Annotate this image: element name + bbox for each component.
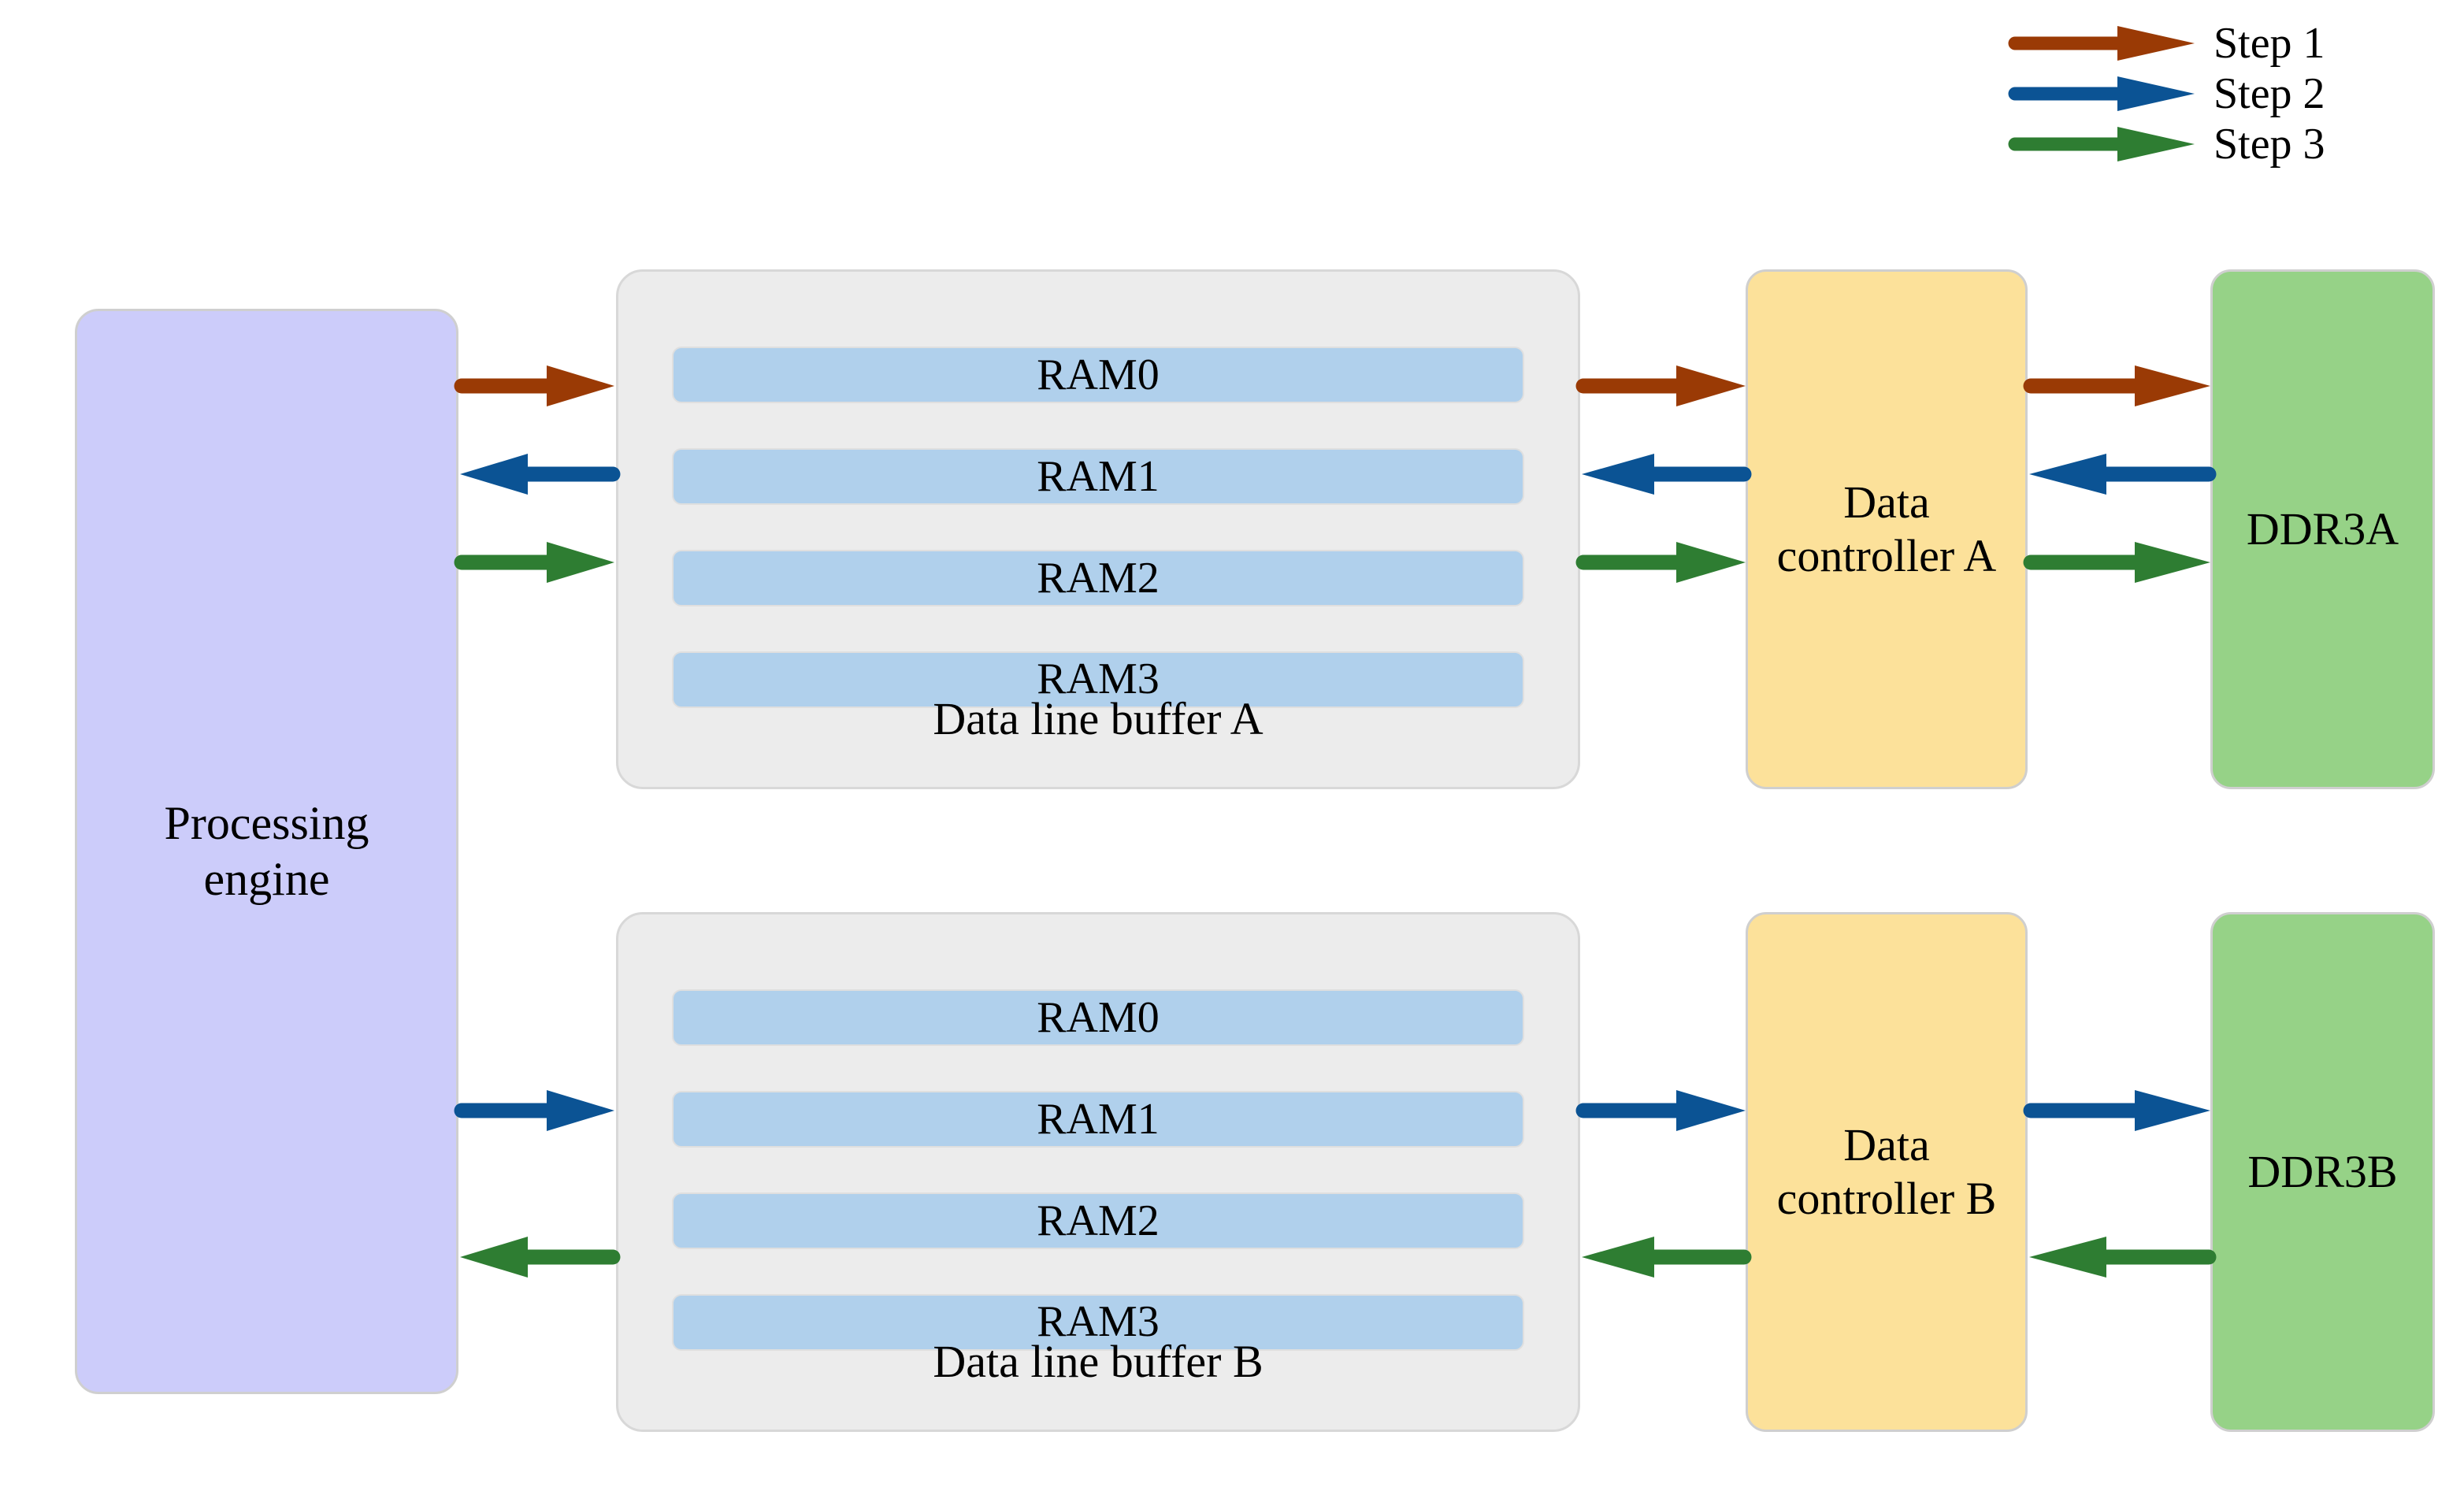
legend-label-step-2: Step 2	[2214, 69, 2325, 118]
ram-row[interactable]: RAM3	[672, 651, 1524, 708]
arrow-buffer-a-to-controller-a-step1	[1575, 362, 1747, 410]
ddr3b-label: DDR3B	[2247, 1145, 2398, 1197]
legend-item-step-2: Step 2	[2008, 69, 2455, 118]
block-ddr3b[interactable]: DDR3B	[2210, 912, 2435, 1432]
arrow-buffer-b-to-pe-step3	[458, 1233, 621, 1281]
arrow-right-icon	[2008, 21, 2196, 65]
ram-row[interactable]: RAM1	[672, 1090, 1524, 1148]
block-processing-engine[interactable]: Processing engine	[75, 309, 458, 1394]
buffer-a-title: Data line buffer A	[933, 692, 1264, 744]
block-ddr3a[interactable]: DDR3A	[2210, 269, 2435, 789]
arrow-controller-a-to-buffer-a-step2	[1580, 451, 1752, 498]
ram-list-b: RAM0 RAM1 RAM2 RAM3	[672, 974, 1524, 1365]
arrow-controller-a-to-ddr3a-step3	[2023, 539, 2212, 586]
block-data-line-buffer-b[interactable]: RAM0 RAM1 RAM2 RAM3 Data line buffer B	[616, 912, 1580, 1432]
legend-item-step-3: Step 3	[2008, 120, 2455, 169]
ram-row[interactable]: RAM0	[672, 988, 1524, 1046]
arrow-pe-to-buffer-a-step1	[454, 362, 616, 410]
legend-item-step-1: Step 1	[2008, 19, 2455, 68]
ddr3a-label: DDR3A	[2246, 503, 2399, 554]
controller-b-label: Data controller B	[1776, 1118, 1997, 1224]
arrow-controller-b-to-buffer-b-step3	[1580, 1233, 1752, 1281]
arrow-pe-to-buffer-b-step2	[454, 1087, 616, 1134]
block-data-controller-a[interactable]: Data controller A	[1746, 269, 2028, 789]
arrow-controller-a-to-ddr3a-step1	[2023, 362, 2212, 410]
ram-row[interactable]: RAM2	[672, 549, 1524, 606]
ram-row[interactable]: RAM3	[672, 1293, 1524, 1351]
arrow-pe-to-buffer-a-step3	[454, 539, 616, 586]
arrow-right-icon	[2008, 122, 2196, 166]
arrow-buffer-b-to-controller-b-step2	[1575, 1087, 1747, 1134]
buffer-b-title: Data line buffer B	[933, 1335, 1264, 1387]
legend: Step 1 Step 2 Step 3	[2008, 19, 2455, 170]
ram-row[interactable]: RAM0	[672, 346, 1524, 403]
arrow-buffer-a-to-controller-a-step3	[1575, 539, 1747, 586]
block-data-controller-b[interactable]: Data controller B	[1746, 912, 2028, 1432]
processing-engine-label: Processing engine	[164, 797, 369, 905]
arrow-right-icon	[2008, 72, 2196, 116]
arrow-buffer-a-to-pe-step2	[458, 451, 621, 498]
ram-row[interactable]: RAM1	[672, 447, 1524, 505]
arrow-controller-b-to-ddr3b-step2	[2023, 1087, 2212, 1134]
legend-label-step-1: Step 1	[2214, 19, 2325, 68]
legend-label-step-3: Step 3	[2214, 120, 2325, 169]
ram-row[interactable]: RAM2	[672, 1192, 1524, 1249]
block-data-line-buffer-a[interactable]: RAM0 RAM1 RAM2 RAM3 Data line buffer A	[616, 269, 1580, 789]
arrow-ddr3a-to-controller-a-step2	[2028, 451, 2217, 498]
ram-list-a: RAM0 RAM1 RAM2 RAM3	[672, 332, 1524, 722]
arrow-ddr3b-to-controller-b-step3	[2028, 1233, 2217, 1281]
controller-a-label: Data controller A	[1776, 476, 1997, 581]
